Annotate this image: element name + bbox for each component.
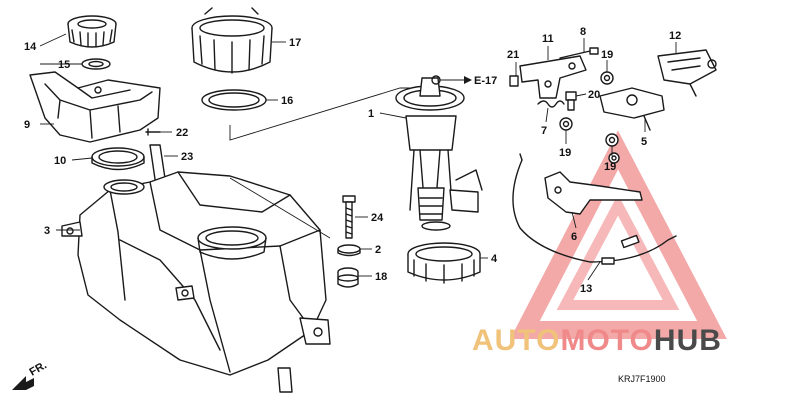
lock-assembly-part-12 (657, 49, 717, 97)
front-direction-arrow-icon (12, 376, 34, 390)
watermark-triangle (510, 130, 727, 339)
callout-11: 11 (542, 33, 554, 45)
watermark-part2: MOTO (560, 324, 653, 357)
callout-14: 14 (24, 41, 37, 53)
nut-part-19d (608, 152, 620, 164)
packing-part-16 (201, 89, 267, 111)
ring-part-10 (91, 147, 145, 171)
cap-gasket-part-15 (81, 58, 111, 70)
nut-part-19a (600, 71, 614, 85)
bracket-part-11 (519, 55, 587, 99)
cable-bracket-part-6 (544, 171, 643, 215)
watermark-logo: AUTOMOTOHUB (472, 324, 722, 357)
diagram-code: KRJ7F1900 (618, 374, 666, 384)
callout-13: 13 (580, 283, 592, 295)
callout-4: 4 (491, 253, 498, 265)
callout-1: 1 (368, 108, 374, 120)
callout-numbers: 14 15 17 16 9 22 10 23 3 24 2 18 1 4 E-1… (24, 26, 681, 384)
callout-15: 15 (58, 59, 70, 71)
callout-6: 6 (571, 231, 577, 243)
leader-lines (39, 33, 677, 281)
callout-12: 12 (669, 30, 681, 42)
front-direction-label: FR. (28, 359, 49, 378)
callout-9: 9 (24, 119, 30, 131)
fuel-cap-part-14 (67, 15, 117, 48)
watermark-part1: AUTO (472, 324, 560, 357)
tank-cover-part-9 (29, 71, 161, 143)
callout-20: 20 (588, 89, 600, 101)
callout-24: 24 (371, 212, 384, 224)
callout-3: 3 (44, 225, 50, 237)
callout-18: 18 (375, 271, 387, 283)
callout-21: 21 (507, 49, 519, 61)
nut-part-19b (559, 117, 573, 131)
callout-19-left: 19 (559, 147, 571, 159)
seat-cable-part-13 (512, 153, 677, 265)
bolt-part-20 (565, 91, 577, 111)
callout-23: 23 (181, 151, 193, 163)
spring-part-7 (537, 100, 565, 108)
clip-part-22 (145, 128, 161, 136)
callout-2: 2 (375, 244, 381, 256)
watermark-part3: HUB (654, 324, 722, 357)
nut-part-19c (605, 133, 619, 147)
callout-7: 7 (541, 125, 547, 137)
callout-16: 16 (281, 95, 293, 107)
lock-ring-part-17 (191, 7, 273, 74)
svg-text:AUTOMOTOHUB: AUTOMOTOHUB (472, 324, 722, 357)
callout-19-top: 19 (601, 49, 613, 61)
callout-5: 5 (641, 136, 647, 148)
grommet-part-18 (337, 267, 359, 288)
bolt-part-8 (559, 47, 599, 59)
reference-e17: E-17 (474, 75, 497, 87)
bolt-part-21 (509, 75, 519, 87)
callout-19-mid: 19 (604, 161, 616, 173)
callout-10: 10 (54, 155, 66, 167)
reference-arrow (448, 76, 472, 84)
opener-lever-part-5 (599, 87, 665, 131)
callout-22: 22 (176, 127, 188, 139)
fuel-tank-part-3 (61, 171, 331, 393)
callout-8: 8 (580, 26, 586, 38)
bolt-part-24 (342, 195, 356, 239)
fuel-pump-part-1 (395, 75, 483, 231)
washer-part-2 (337, 244, 361, 257)
callout-17: 17 (289, 37, 301, 49)
retainer-ring-part-4 (407, 242, 481, 284)
